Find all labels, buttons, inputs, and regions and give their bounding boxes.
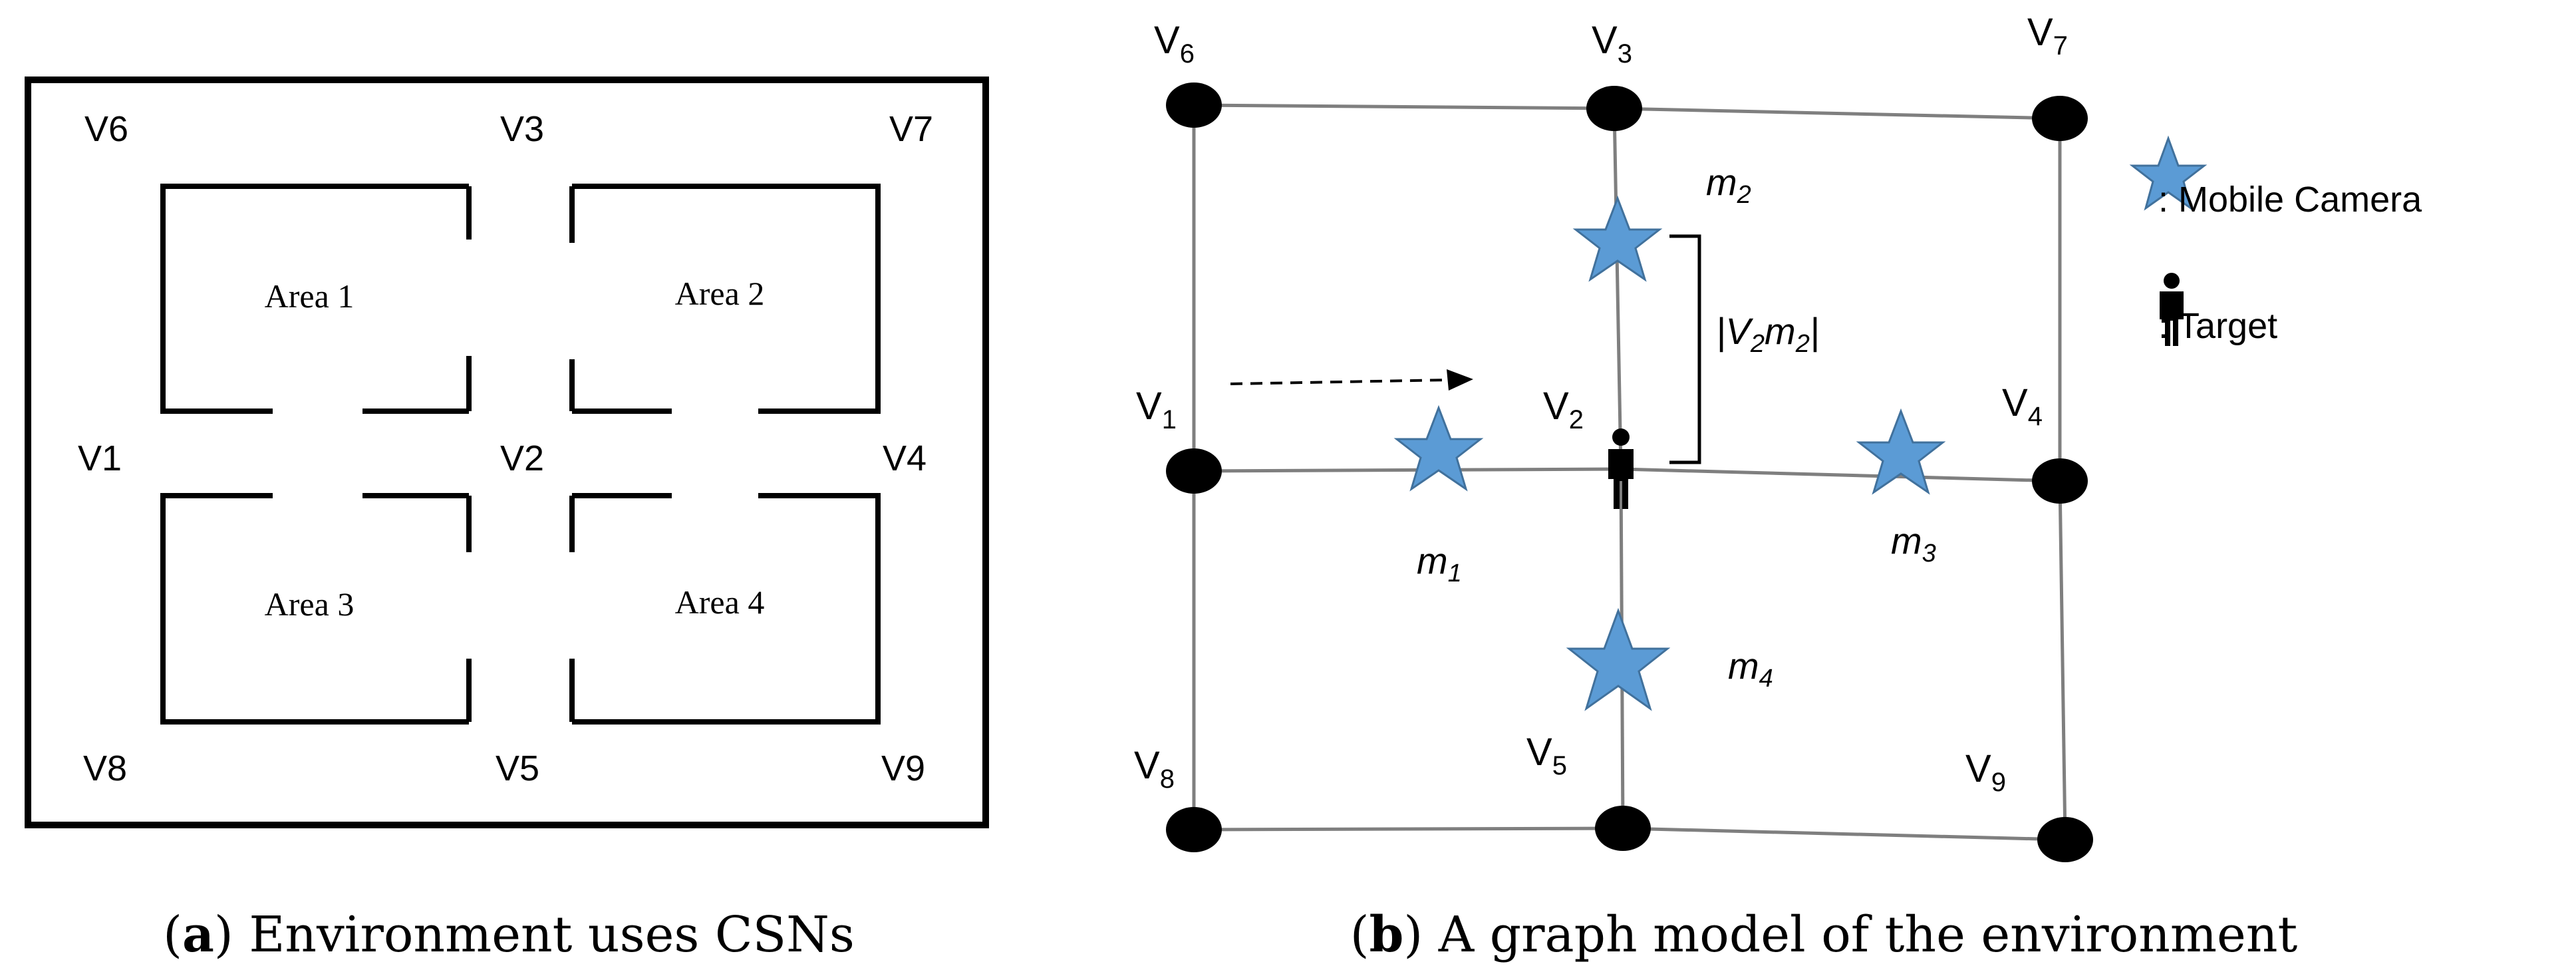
camera-label-m1: m1 (1417, 540, 1462, 587)
vertex-label-v7: V7 (889, 109, 933, 149)
edge-v1-v2 (1193, 467, 1622, 473)
node-v6 (1166, 82, 1222, 128)
vertex-label-v3-b: V3 (1592, 19, 1632, 69)
vertex-label-v5: V5 (496, 748, 539, 788)
distance-bracket (1669, 234, 1701, 464)
area-2-walls (569, 184, 881, 414)
edge-v3-v7 (1614, 106, 2061, 120)
node-v3 (1586, 86, 1642, 131)
legend-target-label: : Target (2158, 306, 2277, 346)
vertex-label-v6-b: V6 (1154, 19, 1195, 69)
area-4-walls (569, 493, 881, 725)
area-3-label: Area 3 (265, 585, 355, 623)
vertex-label-v1-b: V1 (1136, 385, 1177, 434)
camera-m1-star-icon (1393, 405, 1484, 492)
area-1-label: Area 1 (265, 277, 355, 315)
area-3-walls (160, 493, 472, 725)
legend-target-person-icon (2160, 273, 2184, 346)
node-v7 (2032, 96, 2088, 141)
camera-m4-star-icon (1566, 607, 1671, 711)
caption-b: (b) A graph model of the environment (1350, 906, 2298, 963)
vertex-label-v4: V4 (883, 438, 927, 478)
vertex-label-v8: V8 (83, 748, 127, 788)
vertex-label-v1: V1 (78, 438, 122, 478)
edge-v5-v9 (1622, 826, 2066, 842)
node-v8 (1166, 807, 1222, 852)
vertex-label-v2: V2 (500, 438, 544, 478)
camera-label-m3: m3 (1891, 520, 1936, 568)
legend-camera-label: : Mobile Camera (2158, 180, 2422, 220)
vertex-label-v2-b: V2 (1543, 385, 1584, 434)
area-1-walls (160, 184, 472, 414)
node-v1 (1166, 448, 1222, 494)
panel-a: Area 1 Area 2 Area 3 Area 4 V6 V3 V7 V1 … (25, 77, 989, 963)
edge-v6-v3 (1193, 103, 1615, 110)
panel-b: V6 V3 V7 V1 V2 V4 V8 V5 V9 |V2m2| (1134, 11, 2422, 963)
vertex-label-v9: V9 (881, 748, 925, 788)
vertex-label-v8-b: V8 (1134, 744, 1175, 794)
edge-v4-v9 (2058, 480, 2067, 840)
camera-m3-star-icon (1856, 408, 1946, 495)
legend: : Mobile Camera : Target (2129, 135, 2422, 346)
node-v5 (1595, 806, 1651, 851)
area-4-label: Area 4 (675, 583, 765, 621)
vertex-label-v3: V3 (500, 109, 544, 149)
graph-nodes (1166, 82, 2093, 862)
node-v9 (2037, 817, 2093, 862)
area-2-label: Area 2 (675, 275, 765, 312)
target-person-icon (1608, 428, 1634, 509)
motion-arrow-icon (1230, 369, 1473, 391)
edge-v2-v4 (1620, 467, 2061, 483)
camera-stars (1393, 195, 1946, 711)
vertex-label-v7-b: V7 (2027, 11, 2068, 61)
camera-label-m4: m4 (1728, 645, 1773, 693)
vertex-label-v5-b: V5 (1526, 731, 1567, 780)
edge-v8-v5 (1193, 826, 1624, 832)
vertex-label-v6: V6 (84, 109, 128, 149)
caption-a: (a) Environment uses CSNs (163, 906, 855, 963)
vertex-label-v9-b: V9 (1965, 747, 2006, 797)
camera-label-m2: m2 (1706, 161, 1751, 209)
edge-v3-v2 (1612, 108, 1623, 470)
node-v4 (2032, 458, 2088, 504)
camera-m2-star-icon (1572, 195, 1663, 282)
distance-label: |V2m2| (1716, 310, 1819, 358)
environment-border (25, 77, 989, 828)
vertex-label-v4-b: V4 (2002, 381, 2043, 431)
legend-camera-star-icon (2129, 135, 2208, 211)
